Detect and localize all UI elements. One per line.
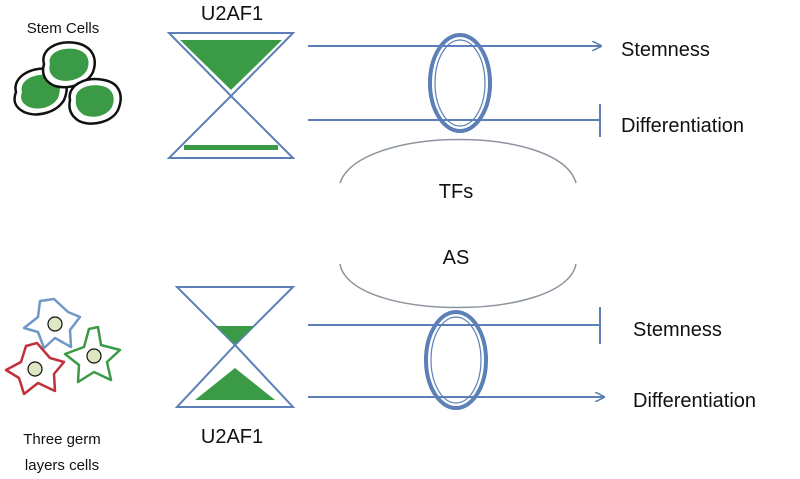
- green-star-cell: [63, 325, 122, 384]
- bottom-u2af1-label: U2AF1: [201, 426, 263, 448]
- bottom-stemness-label: Stemness: [633, 319, 722, 341]
- germ-cells-label-line2: layers cells: [25, 457, 99, 474]
- as-label: AS: [443, 247, 470, 269]
- bottom-splicing-ring: [424, 310, 488, 410]
- top-stemness-label: Stemness: [621, 39, 710, 61]
- top-hourglass-upper-fill: [180, 40, 282, 90]
- stem-cells-label: Stem Cells: [27, 20, 100, 37]
- top-hourglass: [166, 32, 296, 159]
- germ-cells-label-line1: Three germ: [23, 431, 101, 448]
- top-differentiation-label: Differentiation: [621, 115, 744, 137]
- tfs-label: TFs: [439, 181, 473, 203]
- bottom-hourglass: [174, 286, 296, 408]
- as-arc: [339, 263, 577, 309]
- stem-cells-cluster: [13, 41, 122, 125]
- tfs-arc: [339, 138, 577, 184]
- germ-layer-cells: [4, 297, 122, 396]
- bottom-differentiation-label: Differentiation: [633, 390, 756, 412]
- top-splicing-ring: [428, 33, 492, 133]
- red-star-cell: [4, 341, 66, 396]
- bottom-hourglass-upper-fill: [216, 326, 254, 344]
- stem-cell: [68, 77, 122, 125]
- top-u2af1-label: U2AF1: [201, 3, 263, 25]
- stem-cell: [41, 41, 96, 89]
- top-hourglass-lower-fill: [184, 145, 278, 150]
- blue-star-cell: [22, 297, 82, 350]
- bottom-hourglass-lower-fill: [195, 368, 275, 400]
